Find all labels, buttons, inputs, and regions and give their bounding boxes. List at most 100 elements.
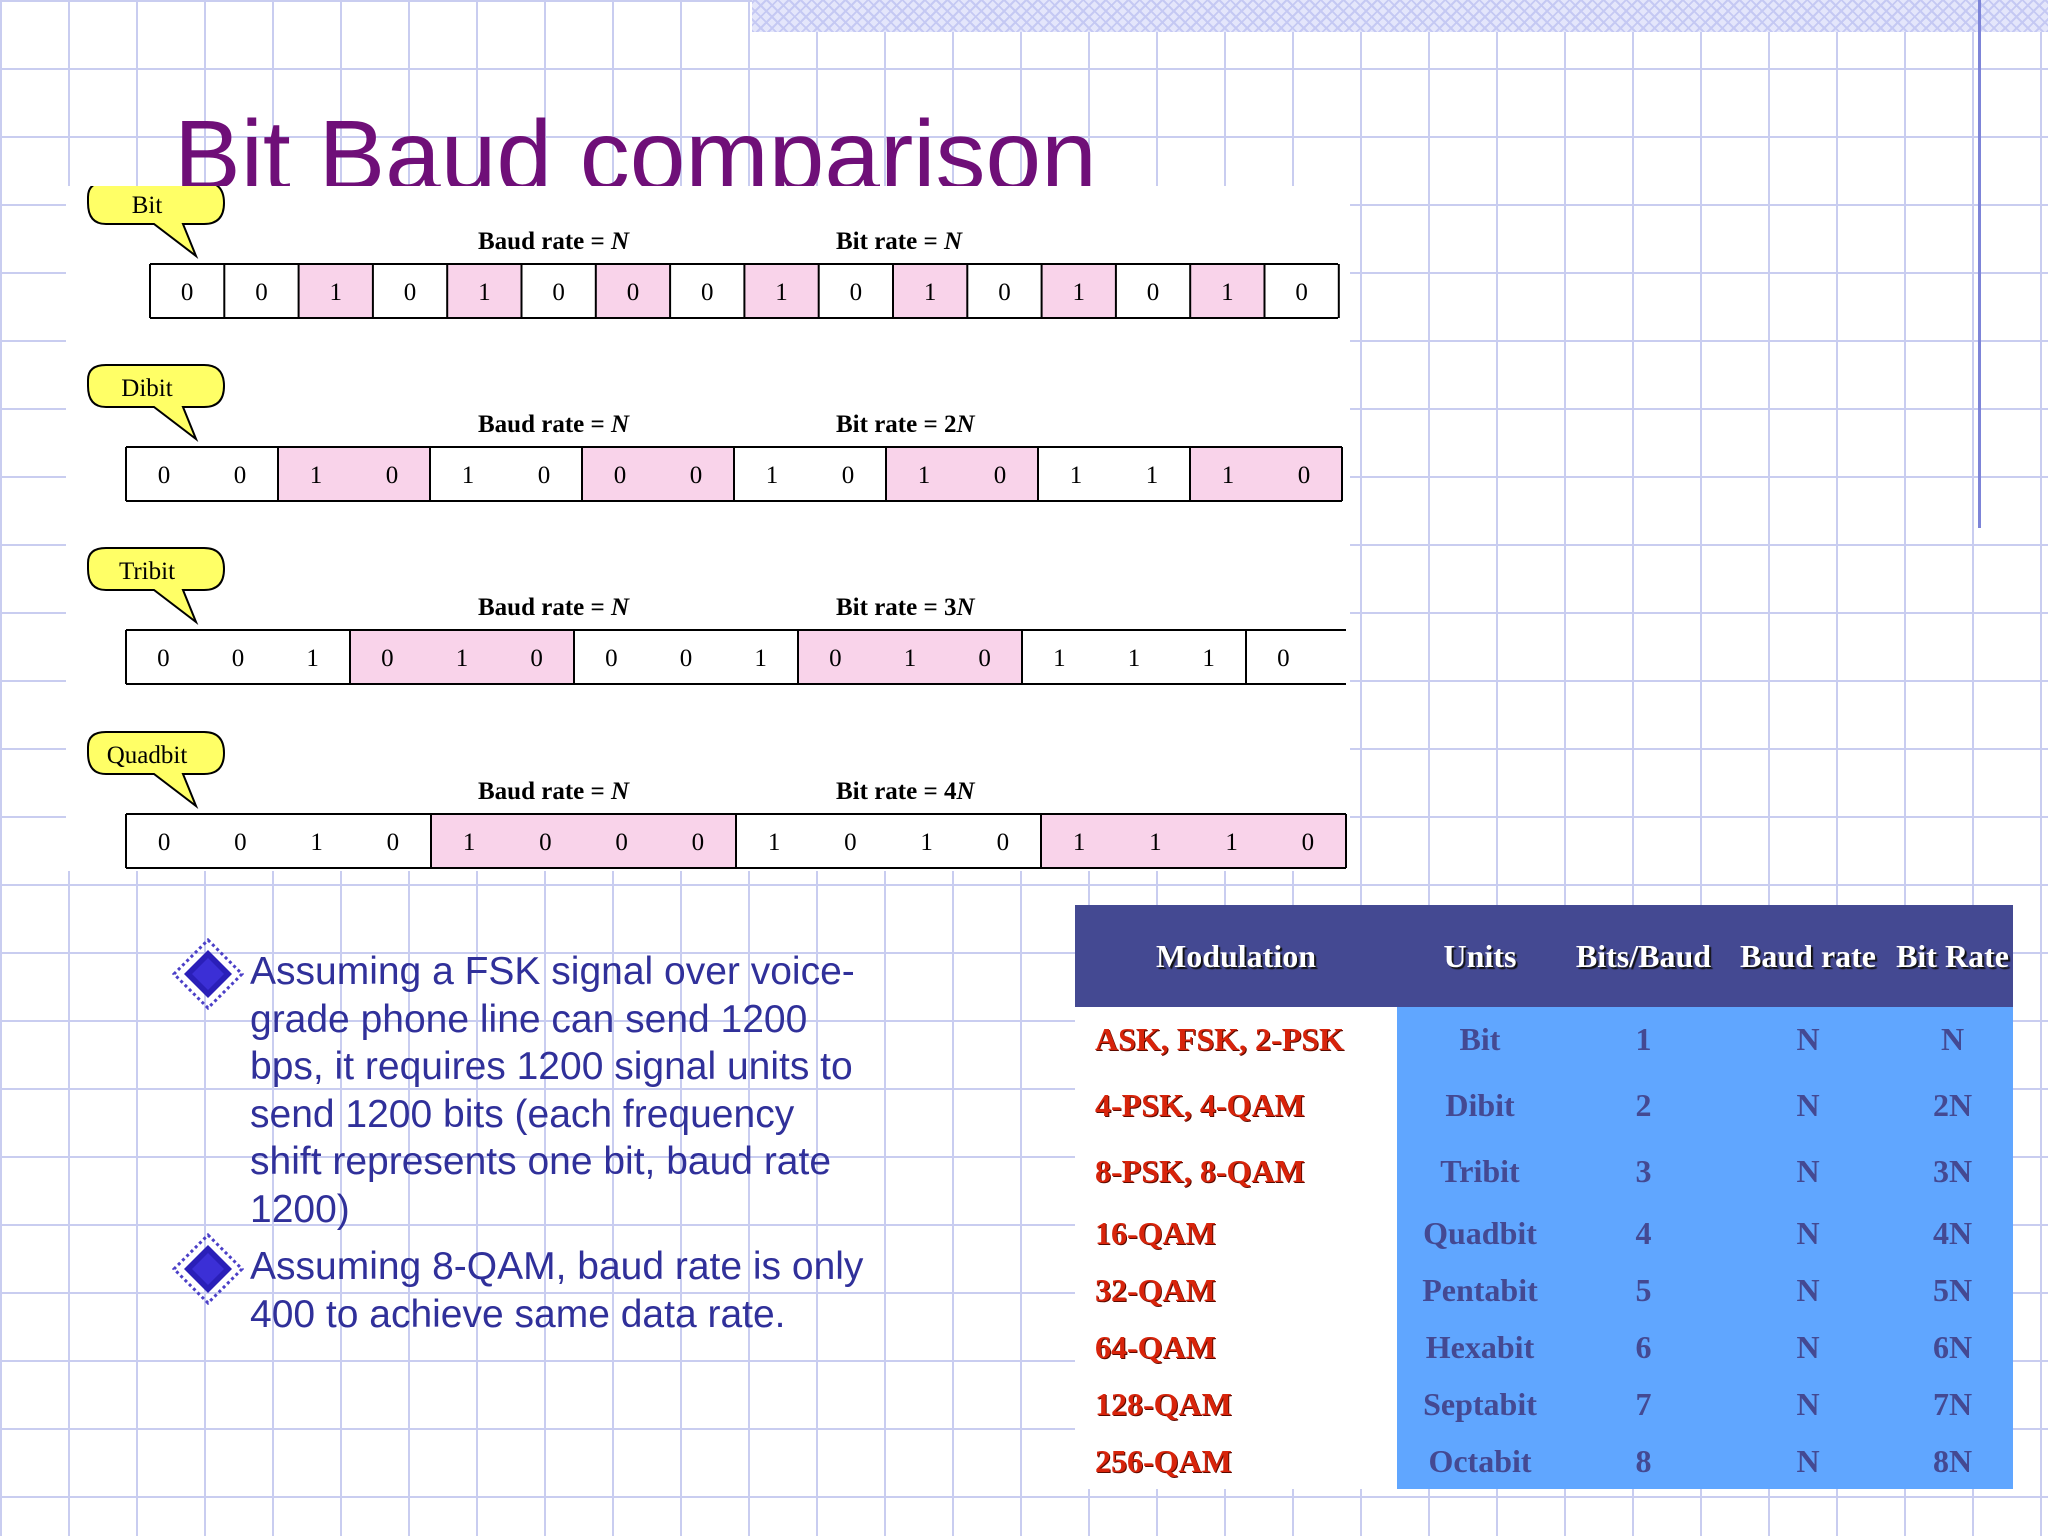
cell-units: Pentabit <box>1397 1261 1563 1318</box>
cell-modulation: 128-QAM <box>1075 1375 1397 1432</box>
modulation-table: Modulation Units Bits/Baud Baud rate Bit… <box>1075 905 2013 1489</box>
signal-unit-cell <box>1115 264 1191 318</box>
bullet-item: Assuming a FSK signal over voice-grade p… <box>172 938 872 1233</box>
cell-modulation: 256-QAM <box>1075 1432 1397 1489</box>
cell-baud-rate: N <box>1724 1138 1892 1204</box>
signal-unit-cell <box>670 264 745 318</box>
cell-units: Quadbit <box>1397 1204 1563 1261</box>
baud-rate-label: Baud rate = N <box>478 411 630 438</box>
bit-digit: 0 <box>978 645 991 672</box>
diamond-bullet-icon <box>172 938 244 1010</box>
bit-digit: 0 <box>1277 645 1290 672</box>
bit-digit: 0 <box>829 645 842 672</box>
bit-digit: 0 <box>997 829 1010 856</box>
bit-digit: 1 <box>1053 645 1066 672</box>
signal-unit-cell <box>430 447 582 501</box>
bit-digit: 1 <box>1149 829 1162 856</box>
cell-bits-per-baud: 1 <box>1563 1007 1724 1071</box>
bit-digit: 0 <box>998 279 1011 306</box>
bit-digit: 1 <box>330 279 343 306</box>
cell-bit-rate: 7N <box>1892 1375 2013 1432</box>
bit-digit: 1 <box>920 829 933 856</box>
bit-digit: 0 <box>234 829 247 856</box>
header-bits-per-baud: Bits/Baud <box>1563 905 1724 1007</box>
bit-digit: 0 <box>387 829 400 856</box>
cell-bits-per-baud: 6 <box>1563 1318 1724 1375</box>
vertical-rule <box>1978 0 1981 528</box>
bit-digit: 0 <box>158 462 171 489</box>
signal-unit-cell <box>595 264 671 318</box>
signal-unit-cell <box>893 264 968 318</box>
bit-rate-label: Bit rate = 2N <box>836 411 975 438</box>
cell-baud-rate: N <box>1724 1318 1892 1375</box>
bit-digit: 0 <box>1147 279 1160 306</box>
cell-baud-rate: N <box>1724 1007 1892 1071</box>
cell-bit-rate: 3N <box>1892 1138 2013 1204</box>
signal-unit-cell <box>1041 814 1346 868</box>
cell-units: Tribit <box>1397 1138 1563 1204</box>
callout-bubble <box>87 731 226 810</box>
signal-unit-cell <box>150 264 225 318</box>
bit-digit: 0 <box>552 279 565 306</box>
table-header-row: Modulation Units Bits/Baud Baud rate Bit… <box>1075 905 2013 1007</box>
cell-bit-rate: 8N <box>1892 1432 2013 1489</box>
bit-digit: 1 <box>775 279 788 306</box>
bit-digit: 0 <box>994 462 1007 489</box>
signal-unit-cell <box>744 264 819 318</box>
baud-rate-label: Baud rate = N <box>478 228 630 255</box>
bit-digit: 1 <box>306 645 319 672</box>
bit-digit: 1 <box>1070 462 1083 489</box>
bit-digit: 1 <box>1128 645 1141 672</box>
bit-digit: 0 <box>255 279 268 306</box>
signal-unit-cell <box>886 447 1038 501</box>
bit-digit: 0 <box>234 462 247 489</box>
bit-digit: 1 <box>1146 462 1159 489</box>
callout-label: Tribit <box>119 558 175 585</box>
bullet-text: Assuming a FSK signal over voice-grade p… <box>250 950 855 1231</box>
bit-digit: 1 <box>310 829 323 856</box>
bit-digit: 0 <box>381 645 394 672</box>
bit-digit: 0 <box>1298 462 1311 489</box>
bit-digit: 0 <box>627 279 640 306</box>
bit-digit: 0 <box>158 829 171 856</box>
header-baud-rate: Baud rate <box>1724 905 1892 1007</box>
cell-bits-per-baud: 2 <box>1563 1071 1724 1138</box>
bit-digit: 1 <box>768 829 781 856</box>
bit-rate-label: Bit rate = N <box>836 228 963 255</box>
bit-digit: 0 <box>232 645 245 672</box>
signal-unit-cell <box>278 447 430 501</box>
bit-digit: 0 <box>1302 829 1315 856</box>
bit-digit: 1 <box>924 279 937 306</box>
cell-baud-rate: N <box>1724 1071 1892 1138</box>
bit-digit: 0 <box>850 279 863 306</box>
callout-label: Quadbit <box>107 742 188 769</box>
bullet-item: Assuming 8-QAM, baud rate is only 400 to… <box>172 1233 872 1338</box>
diamond-bullet-icon <box>172 1233 244 1305</box>
signal-unit-cell <box>372 264 448 318</box>
signal-unit-cell <box>1246 630 1346 684</box>
bit-digit: 1 <box>1221 279 1234 306</box>
bit-digit: 1 <box>456 645 469 672</box>
top-pattern-band <box>752 0 2048 32</box>
cell-bit-rate: 6N <box>1892 1318 2013 1375</box>
cell-modulation: 8-PSK, 8-QAM <box>1075 1138 1397 1204</box>
signal-unit-cell <box>734 447 886 501</box>
bit-digit: 0 <box>605 645 618 672</box>
cell-modulation: 64-QAM <box>1075 1318 1397 1375</box>
bit-digit: 0 <box>404 279 417 306</box>
bit-digit: 1 <box>754 645 767 672</box>
signal-unit-cell <box>126 814 431 868</box>
signal-unit-cell <box>1190 264 1265 318</box>
cell-bits-per-baud: 4 <box>1563 1204 1724 1261</box>
header-units: Units <box>1397 905 1563 1007</box>
bit-digit: 0 <box>614 462 627 489</box>
cell-units: Septabit <box>1397 1375 1563 1432</box>
bit-digit: 0 <box>615 829 628 856</box>
callout-bubble <box>87 186 226 260</box>
